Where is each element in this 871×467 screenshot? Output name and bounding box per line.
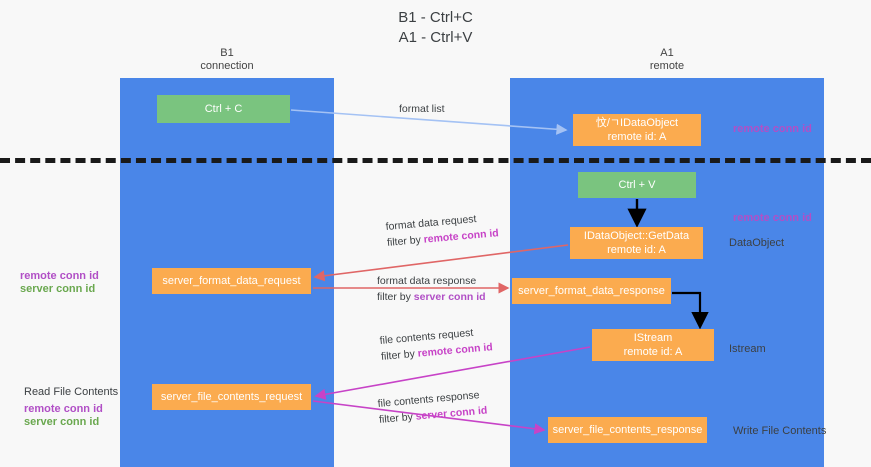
box-getdata-line-1: IDataObject::GetData [583,230,690,242]
title-line-2: A1 - Ctrl+V [398,29,473,46]
lane-b1-name: B1 [220,47,234,59]
box-istream[interactable]: IStream remote id: A [592,329,714,361]
page-title: B1 - Ctrl+C A1 - Ctrl+V [0,8,871,48]
box-idataobject-top[interactable]: 忟/ㄱIDataObject remote id: A [573,114,701,146]
label-dataobject: DataObject [729,237,785,249]
box-ctrl-v-label: Ctrl + V [618,179,656,191]
lane-header-a1: A1 remote [587,47,747,73]
label-left-remote-conn-id-1: remote conn id [20,270,99,282]
flow-file-resp-filter-key: server conn id [415,404,488,423]
box-idataobject-getdata[interactable]: IDataObject::GetData remote id: A [570,227,703,259]
box-server-format-data-response-label: server_format_data_response [518,285,665,297]
flow-fmt-resp-filter-key: server conn id [413,291,486,303]
box-server-format-data-request[interactable]: server_format_data_request [152,268,311,294]
flow-fmt-resp-filter: filter by server conn id [377,289,486,305]
box-istream-line-2: remote id: A [623,346,683,358]
phase-divider [0,158,871,163]
label-read-file-contents: Read File Contents [24,386,119,398]
label-remote-conn-id-mid: remote conn id [733,212,812,224]
box-ctrl-v[interactable]: Ctrl + V [578,172,696,198]
lane-b1-role: connection [200,60,254,72]
flow-label-format-data-request: format data request filter by remote con… [385,209,499,251]
box-ctrl-c-label: Ctrl + C [204,103,243,115]
label-remote-conn-id-top: remote conn id [733,123,812,135]
box-idataobject-top-line-2: remote id: A [607,131,667,143]
box-ctrl-c[interactable]: Ctrl + C [157,95,290,123]
box-getdata-line-2: remote id: A [607,244,666,256]
label-left-server-conn-id-2: server conn id [24,416,100,428]
flow-format-list-title: format list [399,103,445,115]
flow-file-req-filter-key: remote conn id [417,341,494,360]
flow-file-resp-filter-prefix: filter by [378,410,417,426]
label-istream: Istream [729,343,766,355]
flow-label-file-contents-response: file contents response filter by server … [377,387,488,428]
flow-fmt-req-filter-key: remote conn id [423,227,500,246]
box-server-file-contents-response-label: server_file_contents_response [552,424,703,436]
flow-file-req-filter-prefix: filter by [380,347,419,363]
flow-label-format-data-response: format data response filter by server co… [377,273,486,305]
flow-fmt-resp-filter-prefix: filter by [377,291,414,303]
box-idataobject-top-line-1: 忟/ㄱIDataObject [595,117,679,129]
lane-header-b1: B1 connection [147,47,307,73]
label-left-server-conn-id-1: server conn id [20,283,96,295]
flow-label-file-contents-request: file contents request filter by remote c… [379,323,493,365]
label-write-file-contents: Write File Contents [733,425,827,437]
flow-fmt-req-filter-prefix: filter by [386,233,425,249]
label-left-remote-conn-id-2: remote conn id [24,403,103,415]
box-server-file-contents-request-label: server_file_contents_request [160,391,303,403]
flow-label-format-list: format list [399,101,445,117]
lane-a1-name: A1 [660,47,674,59]
lane-a1-role: remote [649,60,685,72]
box-server-file-contents-request[interactable]: server_file_contents_request [152,384,311,410]
box-server-format-data-request-label: server_format_data_request [162,275,301,287]
box-istream-line-1: IStream [633,332,673,344]
box-server-file-contents-response[interactable]: server_file_contents_response [548,417,707,443]
title-line-1: B1 - Ctrl+C [398,9,473,26]
box-server-format-data-response[interactable]: server_format_data_response [512,278,671,304]
flow-fmt-resp-title: format data response [377,275,477,287]
